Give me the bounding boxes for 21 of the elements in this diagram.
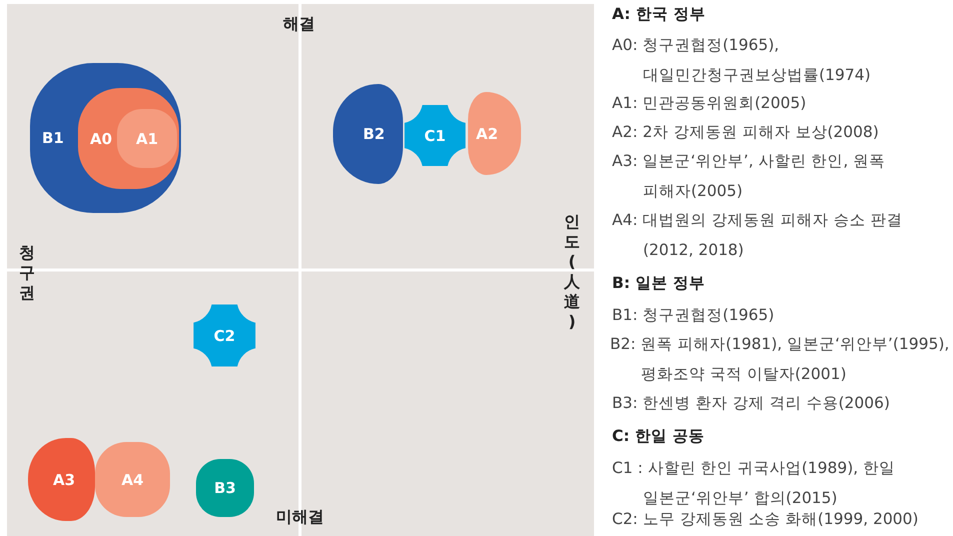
gear-shape: C2 <box>191 302 258 369</box>
legend-item: C2: 노무 강제동원 소송 화해(1999, 2000) <box>612 509 920 530</box>
legend-item: A1: 민관공동위원회(2005) <box>612 93 808 114</box>
legend-item: A2: 2차 강제동원 피해자 보상(2008) <box>612 122 880 143</box>
rounded-blob: A0 A1 <box>78 88 179 189</box>
legend-item: B2: 원폭 피해자(1981), 일본군‘위안부’(1995), 평화조약 국적 이탈자(2001) <box>610 334 950 384</box>
axis-label: 청구권 <box>18 243 36 303</box>
legend-heading: A: 한국 정부 <box>612 4 706 25</box>
legend-item: A0: 청구권협정(1965), 대일민간청구권보상법률(1974) <box>612 35 872 86</box>
legend-item: A3: 일본군‘위안부’, 사할린 한인, 원폭 피해자(2005) <box>612 151 886 202</box>
legend-item: A4: 대법원의 강제동원 피해자 승소 판결 (2012, 2018) <box>612 210 904 260</box>
legend-heading: B: 일본 정부 <box>612 273 705 294</box>
rounded-blob: A1 <box>117 109 177 168</box>
axis-label: 미해결 <box>276 507 324 528</box>
legend-item: B3: 한센병 환자 강제 격리 수용(2006) <box>612 393 891 414</box>
legend-item: C1 : 사할린 한인 귀국사업(1989), 한일 일본군‘위안부’ 합의(2015) <box>612 458 896 508</box>
legend-item: B1: 청구권협정(1965) <box>612 305 776 326</box>
gear-shape: C1 <box>402 102 468 169</box>
axis-label: 해결 <box>283 14 315 35</box>
axis-label: 인도(人道) <box>563 212 581 332</box>
legend-heading: C: 한일 공동 <box>612 426 704 447</box>
